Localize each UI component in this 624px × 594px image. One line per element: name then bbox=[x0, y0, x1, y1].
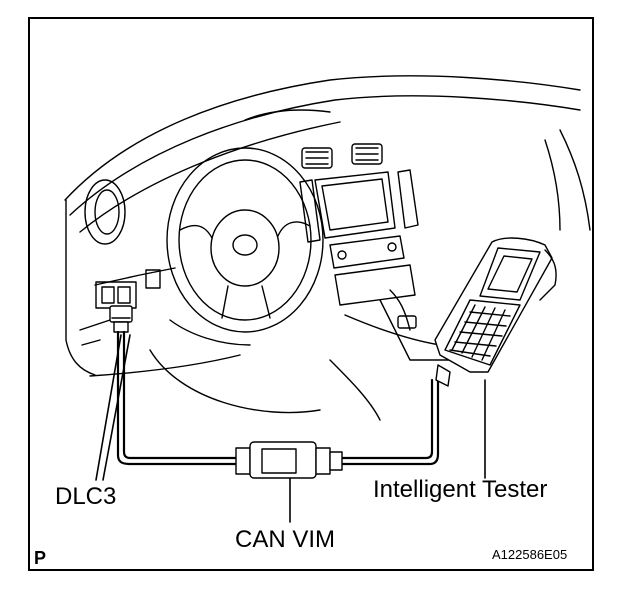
left-vent bbox=[84, 179, 126, 245]
center-console bbox=[299, 143, 451, 361]
figure-code: A122586E05 bbox=[492, 547, 568, 562]
can-vim-label: CAN VIM bbox=[235, 526, 336, 553]
intelligent-tester-label: Intelligent Tester bbox=[373, 476, 548, 503]
corner-marker: P bbox=[34, 548, 47, 568]
leader-lines bbox=[95, 334, 486, 523]
dlc3-label: DLC3 bbox=[55, 483, 117, 510]
intelligent-tester bbox=[434, 237, 557, 387]
cables bbox=[116, 330, 440, 466]
can-vim-module bbox=[235, 441, 343, 479]
steering-wheel bbox=[166, 147, 324, 346]
dashboard-outline bbox=[64, 75, 591, 377]
lower-dash bbox=[95, 269, 381, 421]
dlc3-connector bbox=[109, 305, 133, 333]
figure-frame bbox=[28, 17, 594, 571]
